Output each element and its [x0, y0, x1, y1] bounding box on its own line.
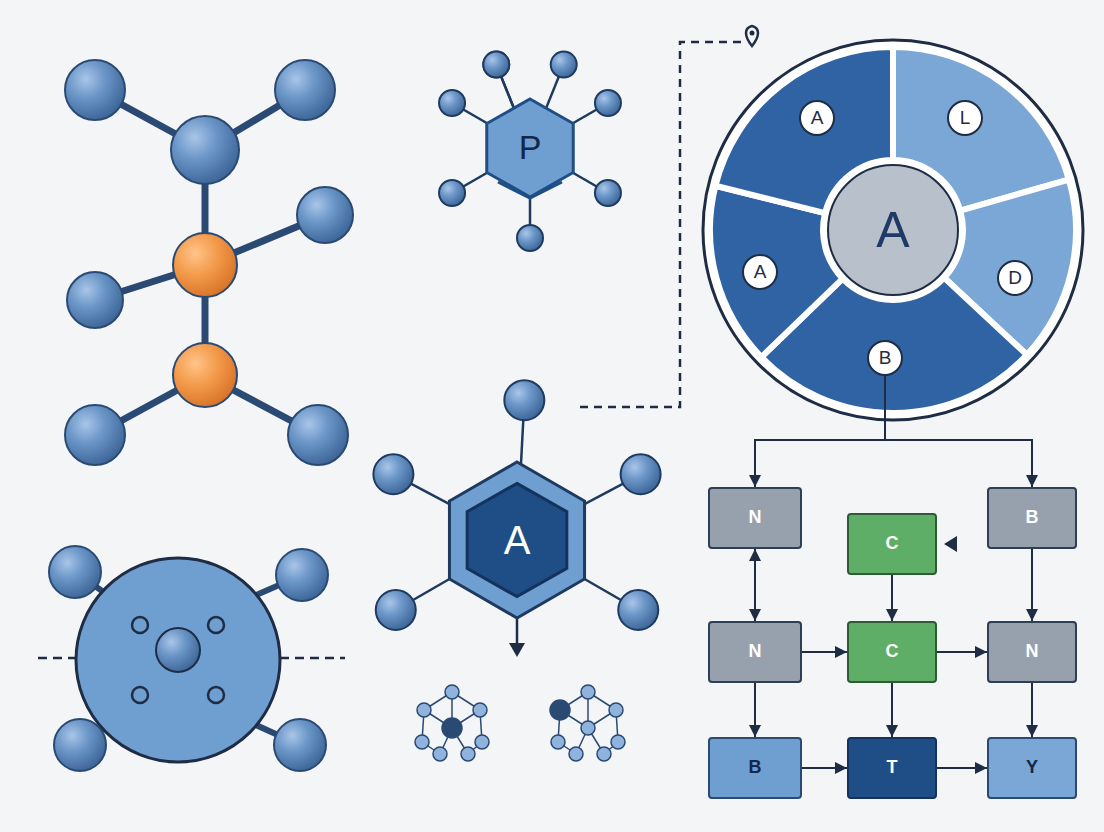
process-box: T [847, 737, 937, 799]
process-box: C [847, 513, 937, 575]
segment-label-circle: A [742, 254, 778, 290]
flow-arrow [1031, 683, 1033, 737]
flow-arrow [802, 651, 847, 653]
node-label: B [879, 348, 892, 369]
node-label: A [754, 262, 767, 283]
flow-arrow [754, 683, 756, 737]
molecule-atoms [65, 60, 353, 465]
segment-label-circle: D [997, 260, 1033, 296]
segment-wheel [703, 40, 1083, 420]
flow-arrow [1031, 549, 1033, 621]
arrowhead-mark [944, 536, 957, 552]
process-box: N [987, 621, 1077, 683]
node-label: B [749, 758, 762, 778]
process-box: B [708, 737, 802, 799]
node-label: Y [1026, 758, 1038, 778]
node-label: C [886, 534, 899, 554]
flow-arrow [754, 549, 756, 621]
flow-arrow [937, 651, 987, 653]
process-box: N [708, 487, 802, 549]
node-label: C [886, 642, 899, 662]
process-box: B [987, 487, 1077, 549]
node-label: L [960, 108, 971, 129]
flow-arrow [755, 376, 885, 487]
flow-arrow [885, 376, 1032, 487]
flow-arrow [802, 767, 847, 769]
segment-label-circle: L [947, 100, 983, 136]
node-label: D [1008, 268, 1022, 289]
segment-label-circle: B [867, 340, 903, 376]
satellite-atoms [373, 52, 660, 630]
small-networks [415, 685, 625, 761]
node-label: N [749, 508, 762, 528]
node-label: B [1026, 508, 1039, 528]
process-box: C [847, 621, 937, 683]
molecule [95, 90, 325, 435]
flow-arrow [891, 683, 893, 737]
process-box: N [708, 621, 802, 683]
node-label: N [1026, 642, 1039, 662]
node-label: A [504, 518, 531, 562]
node-label: P [519, 129, 542, 166]
process-box: Y [987, 737, 1077, 799]
hexagon-node: A [464, 481, 570, 599]
node-label: T [887, 758, 898, 778]
cell-figure [38, 546, 345, 771]
node-label: N [749, 642, 762, 662]
node-label: A [811, 108, 824, 129]
hexagon-node: P [484, 97, 576, 199]
wheel-rim [703, 40, 1083, 420]
flow-arrow [937, 767, 987, 769]
node-label: A [876, 203, 909, 258]
segment-label-circle: A [799, 100, 835, 136]
hub-circle: A [827, 164, 959, 296]
flow-arrow [891, 575, 893, 621]
